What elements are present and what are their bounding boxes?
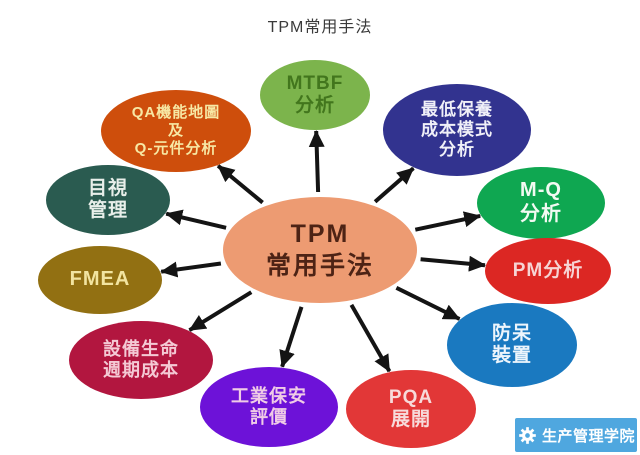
node-label-line: FMEA (69, 268, 131, 291)
node-label-line: 常用手法 (265, 252, 374, 280)
node-label-line: QA機能地圖 (131, 104, 221, 122)
arrow-to-mq-analysis (414, 211, 482, 232)
node-label-line: 管理 (87, 200, 128, 221)
node-label-line: PQA (388, 386, 434, 408)
arrow-to-qa-function-map (216, 164, 264, 205)
node-label-line: 分析 (439, 140, 475, 160)
node-industrial-safety-evaluation: 工業保安評價 (200, 367, 338, 447)
arrow-to-fmea (160, 261, 222, 278)
node-equipment-life-cycle-cost: 設備生命週期成本 (69, 321, 213, 399)
node-label-line: 工業保安 (231, 385, 307, 406)
watermark-badge: 生产管理学院 (515, 418, 637, 452)
watermark-text: 生产管理学院 (541, 427, 635, 445)
node-label-line: 分析 (520, 203, 562, 225)
node-label-line: MTBF (286, 72, 344, 94)
node-fmea: FMEA (38, 246, 162, 314)
arrow-to-equipment-life-cycle-cost (188, 290, 253, 332)
node-tpm-common-methods: TPM 常用手法 (223, 197, 417, 303)
node-min-maintenance-cost-model-analysis: 最低保養成本模式分析 (383, 84, 531, 176)
node-label-line: 裝置 (491, 345, 532, 366)
node-label-line: 成本模式 (421, 119, 493, 139)
node-label-line: 及 (167, 122, 184, 140)
node-pm-analysis: PM分析 (485, 238, 611, 304)
arrow-to-min-maintenance-cost-model-analysis (373, 166, 415, 204)
node-label-line: 展開 (390, 409, 431, 430)
node-visual-management: 目視管理 (46, 165, 170, 235)
arrow-to-fool-proof-device (395, 286, 461, 321)
node-label-line: TPM (290, 219, 350, 248)
node-label-line: 最低保養 (421, 99, 493, 119)
node-label-line: 週期成本 (103, 360, 179, 380)
node-label-line: 防呆 (491, 322, 532, 344)
page-title: TPM常用手法 (267, 19, 373, 36)
arrow-to-visual-management (165, 209, 227, 230)
node-fool-proof-device: 防呆裝置 (447, 303, 577, 387)
arrow-to-pm-analysis (420, 255, 486, 272)
node-label-line: 分析 (294, 95, 335, 116)
node-label-line: Q-元件分析 (134, 139, 218, 157)
node-label-line: M-Q (520, 179, 562, 202)
node-label-line: PM分析 (512, 259, 584, 281)
arrow-to-mtbf-analysis (308, 130, 325, 193)
node-label-line: 設備生命 (103, 338, 179, 359)
arrow-to-industrial-safety-evaluation (279, 306, 304, 368)
node-label-line: 評價 (250, 407, 288, 427)
arrow-to-pqa-deployment (349, 303, 392, 373)
gear-icon (519, 426, 536, 444)
node-label-line: 目視 (87, 177, 128, 199)
